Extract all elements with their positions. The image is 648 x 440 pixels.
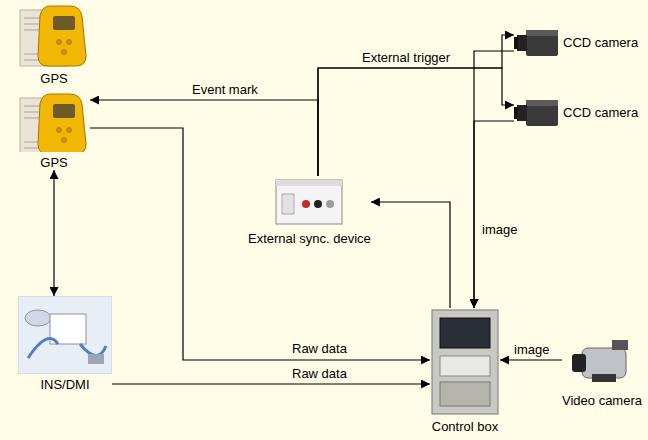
edge-label: External trigger — [360, 50, 452, 65]
control-box: Control box — [430, 308, 500, 434]
icon-shape — [440, 382, 490, 406]
icon-shape — [38, 94, 86, 152]
icon-shape — [432, 310, 498, 414]
icon-shape — [314, 200, 322, 208]
icon-shape — [514, 37, 518, 49]
node-label: GPS — [40, 71, 67, 86]
node-label: GPS — [40, 155, 67, 170]
edge-label: image — [480, 222, 519, 237]
icon-shape — [25, 310, 51, 326]
edge-label: image — [512, 342, 551, 357]
ctrl-icon — [430, 308, 500, 416]
icon-shape — [66, 39, 72, 45]
node-label: Control box — [432, 419, 498, 434]
signal-connector — [90, 128, 430, 360]
icon-shape — [56, 39, 62, 45]
sync-icon — [274, 176, 344, 228]
ccd-camera: CCD camera — [514, 94, 638, 130]
icon-shape — [53, 16, 75, 30]
icon-shape — [572, 354, 586, 372]
signal-connector — [318, 35, 514, 176]
icon-shape — [517, 35, 527, 51]
signal-connector — [500, 359, 562, 360]
edge-label: Raw data — [290, 366, 349, 381]
signal-connector — [371, 202, 450, 308]
icon-shape — [582, 348, 626, 378]
icon-shape — [53, 104, 75, 118]
signal-connector — [90, 100, 318, 176]
signal-connector — [318, 68, 514, 176]
icon-shape — [56, 127, 62, 133]
cam-icon — [514, 94, 558, 130]
icon-shape — [440, 356, 490, 376]
signal-connector — [474, 51, 514, 308]
ins-dmi-unit: INS/DMI — [18, 296, 112, 392]
video-icon — [572, 334, 632, 390]
icon-shape — [514, 107, 518, 119]
icon-shape — [88, 354, 104, 364]
gps-receiver: GPS — [18, 92, 90, 170]
cam-icon — [514, 24, 558, 60]
signal-connector — [112, 383, 430, 384]
node-label: Video camera — [562, 393, 642, 408]
icon-shape — [517, 105, 527, 121]
icon-shape — [282, 194, 294, 214]
icon-shape — [526, 100, 558, 106]
sync-device: External sync. device — [248, 176, 371, 246]
icon-shape — [526, 30, 558, 36]
ccd-camera: CCD camera — [514, 24, 638, 60]
icon-shape — [612, 340, 628, 350]
icon-shape — [302, 200, 310, 208]
icon-shape — [38, 6, 86, 66]
video-camera: Video camera — [562, 334, 642, 408]
icon-shape — [326, 200, 334, 208]
icon-shape — [61, 49, 67, 55]
icon-shape — [526, 100, 558, 126]
gps-receiver: GPS — [18, 4, 90, 86]
gps-icon — [18, 4, 90, 68]
node-label: INS/DMI — [40, 377, 89, 392]
edge-label: Raw data — [290, 341, 349, 356]
icon-shape — [66, 127, 72, 133]
signal-connector — [474, 121, 514, 308]
node-label: CCD camera — [563, 105, 638, 120]
node-label: External sync. device — [248, 231, 371, 246]
node-label: CCD camera — [563, 35, 638, 50]
icon-shape — [276, 180, 342, 224]
gps-icon — [18, 92, 90, 152]
signal-connector — [53, 170, 54, 296]
icon-shape — [276, 180, 342, 186]
icon-shape — [61, 137, 67, 143]
icon-shape — [526, 30, 558, 56]
icon-shape — [592, 374, 616, 382]
icon-shape — [440, 318, 490, 348]
ins-icon — [18, 296, 112, 374]
edge-label: Event mark — [190, 82, 260, 97]
icon-shape — [18, 296, 112, 374]
